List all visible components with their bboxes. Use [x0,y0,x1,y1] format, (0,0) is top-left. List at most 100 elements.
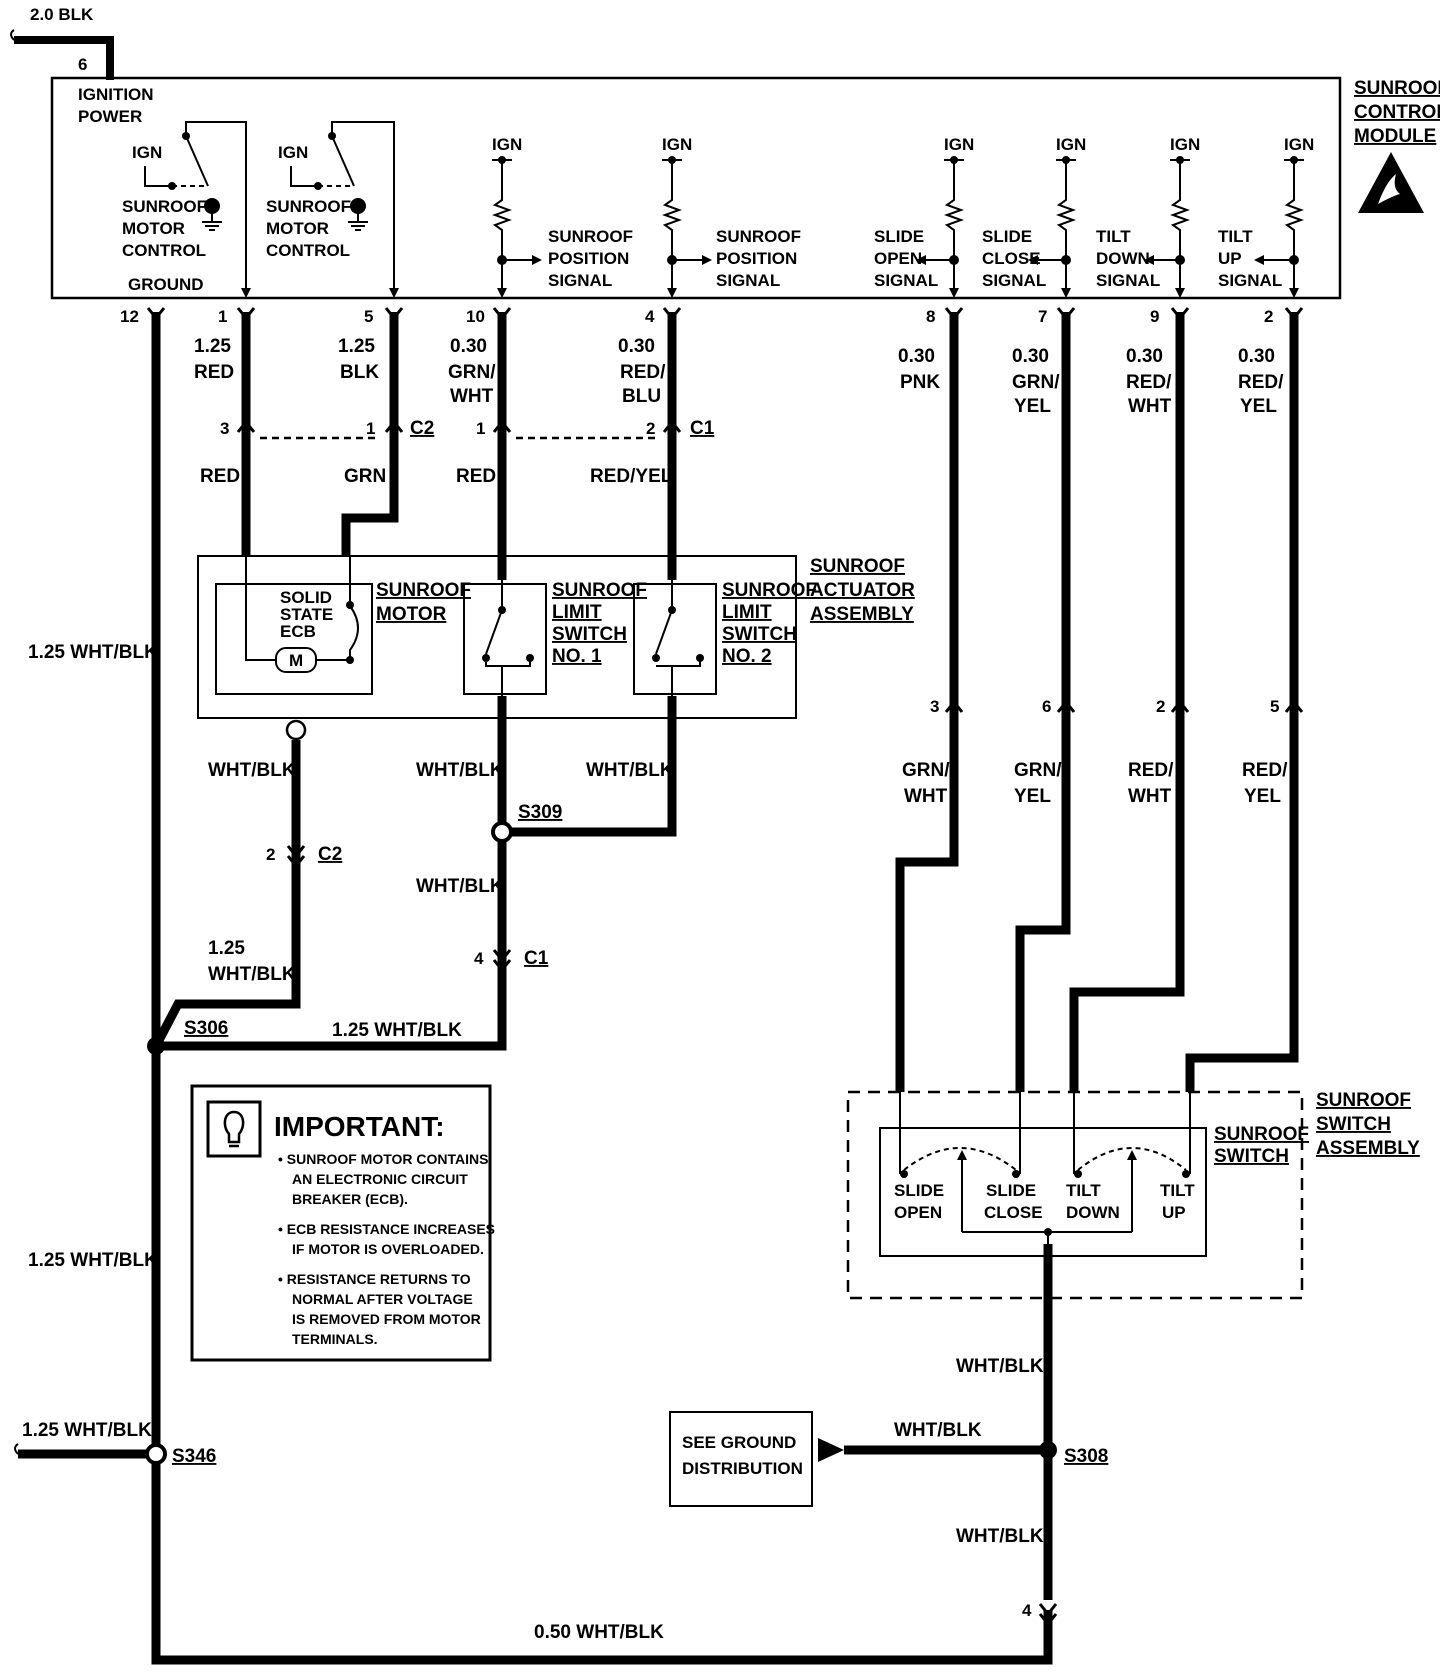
pin-8: 8 [926,307,935,326]
splice-s306 [147,1037,165,1055]
svg-text:STATE: STATE [280,605,333,624]
svg-text:SWITCH: SWITCH [1214,1146,1289,1167]
svg-text:3: 3 [220,419,229,438]
svg-text:SUNROOF: SUNROOF [552,580,647,601]
svg-text:M: M [289,651,303,670]
s306-label: S306 [184,1018,228,1039]
svg-text:ASSEMBLY: ASSEMBLY [810,604,914,625]
connector-c2-upper: 3 1 C2 [220,418,434,440]
svg-text:LIMIT: LIMIT [552,602,602,623]
switch-wire-color-labels: GRN/ WHT GRN/ YEL RED/ WHT RED/ YEL [902,760,1288,807]
important-box [190,1084,492,1362]
pin-10: 10 [466,307,485,326]
svg-text:BREAKER (ECB).: BREAKER (ECB). [292,1191,408,1207]
svg-text:6: 6 [1042,697,1051,716]
pin-1: 1 [218,307,227,326]
svg-text:CONTROL: CONTROL [1354,102,1440,123]
svg-text:RED/: RED/ [1126,372,1172,393]
case-ground-terminal [285,719,307,741]
svg-text:POSITION: POSITION [716,249,797,268]
svg-text:SLIDE: SLIDE [874,227,924,246]
svg-text:RED/: RED/ [620,362,666,383]
slide-open-signal: IGN SLIDE OPEN SIGNAL [874,135,974,296]
svg-text:SEE GROUND: SEE GROUND [682,1433,796,1452]
svg-text:WHT/BLK: WHT/BLK [416,876,504,897]
tilt-down-signal: IGN TILT DOWN SIGNAL [1096,135,1200,296]
module-box [50,76,1342,300]
svg-text:2: 2 [1156,697,1165,716]
svg-text:IGN: IGN [1284,135,1314,154]
svg-text:RED/YEL: RED/YEL [590,466,673,487]
svg-text:SUNROOF: SUNROOF [1214,1124,1309,1145]
svg-text:SUNROOF: SUNROOF [376,580,471,601]
svg-text:SUNROOF: SUNROOF [122,197,207,216]
svg-text:2: 2 [266,845,275,864]
svg-text:MOTOR: MOTOR [122,219,185,238]
bottom-wire-label: 0.50 WHT/BLK [534,1622,664,1643]
svg-text:SIGNAL: SIGNAL [716,271,780,290]
s346-input-label: 1.25 WHT/BLK [22,1420,152,1441]
left-wire-label-top: 1.25 WHT/BLK [28,642,158,663]
position-signal-2: IGN SUNROOF POSITION SIGNAL [662,135,801,296]
svg-text:DOWN: DOWN [1066,1203,1120,1222]
svg-text:3: 3 [930,697,939,716]
svg-text:BLK: BLK [340,362,379,383]
svg-text:NO. 1: NO. 1 [552,646,602,667]
svg-text:IGN: IGN [944,135,974,154]
svg-text:0.30: 0.30 [618,336,655,357]
svg-text:CLOSE: CLOSE [984,1203,1043,1222]
svg-text:SUNROOF: SUNROOF [716,227,801,246]
svg-text:WHT: WHT [904,786,948,807]
position-signal-1: IGN SUNROOF POSITION SIGNAL [492,135,633,296]
svg-text:CONTROL: CONTROL [122,241,206,260]
svg-text:ACTUATOR: ACTUATOR [810,580,915,601]
svg-text:UP: UP [1162,1203,1186,1222]
svg-text:1: 1 [476,419,485,438]
svg-text:1.25: 1.25 [194,336,231,357]
pin-4: 4 [645,307,655,326]
svg-text:4: 4 [1022,1601,1032,1620]
pin-2: 2 [1264,307,1273,326]
svg-text:IGN: IGN [662,135,692,154]
svg-text:SIGNAL: SIGNAL [874,271,938,290]
svg-text:WHT/BLK: WHT/BLK [208,964,296,985]
harness-wires [18,312,1299,1665]
splice-s308 [1039,1441,1057,1459]
svg-text:CONTROL: CONTROL [266,241,350,260]
svg-text:YEL: YEL [1014,786,1051,807]
svg-text:4: 4 [474,949,484,968]
svg-text:1.25: 1.25 [208,938,245,959]
svg-text:0.30: 0.30 [898,346,935,367]
svg-text:1: 1 [366,419,375,438]
svg-text:2: 2 [646,419,655,438]
important-note: IMPORTANT: • SUNROOF MOTOR CONTAINS AN E… [190,1084,495,1362]
svg-text:RED: RED [456,466,496,487]
control-module: SUNROOF CONTROL MODULE IGNITION POWER IG… [50,76,1440,300]
svg-text:TILT: TILT [1066,1181,1101,1200]
limit-switch-2-box [633,583,717,695]
svg-text:OPEN: OPEN [874,249,922,268]
svg-text:NORMAL AFTER VOLTAGE: NORMAL AFTER VOLTAGE [292,1291,473,1307]
svg-text:MOTOR: MOTOR [376,604,447,625]
ground-arrow-icon [818,1438,844,1462]
svg-text:WHT/BLK: WHT/BLK [416,760,504,781]
svg-text:GRN: GRN [344,466,386,487]
s309-label: S309 [518,802,562,823]
svg-text:0.30: 0.30 [1126,346,1163,367]
actuator-assembly: SUNROOF ACTUATOR ASSEMBLY SOLID STATE EC… [197,555,915,741]
svg-text:• ECB RESISTANCE INCREASES: • ECB RESISTANCE INCREASES [278,1221,495,1237]
switch-ground-output: WHT/BLK WHT/BLK WHT/BLK S308 4 SEE GROUN… [669,1356,1108,1627]
c1-lower-label: C1 [524,948,549,969]
svg-text:SIGNAL: SIGNAL [982,271,1046,290]
motor-control-relay-a: IGN SUNROOF MOTOR CONTROL [122,121,251,298]
connector-lower-signal: 3 6 2 5 [930,697,1304,716]
svg-text:IGN: IGN [278,143,308,162]
important-title: IMPORTANT: [274,1111,445,1142]
svg-text:WHT/BLK: WHT/BLK [208,760,296,781]
svg-text:CLOSE: CLOSE [982,249,1041,268]
sunroof-motor-box [215,583,373,695]
s346-wire-end [14,1443,19,1455]
svg-text:IF MOTOR IS OVERLOADED.: IF MOTOR IS OVERLOADED. [292,1241,484,1257]
svg-text:RED/: RED/ [1238,372,1284,393]
svg-text:MOTOR: MOTOR [266,219,329,238]
